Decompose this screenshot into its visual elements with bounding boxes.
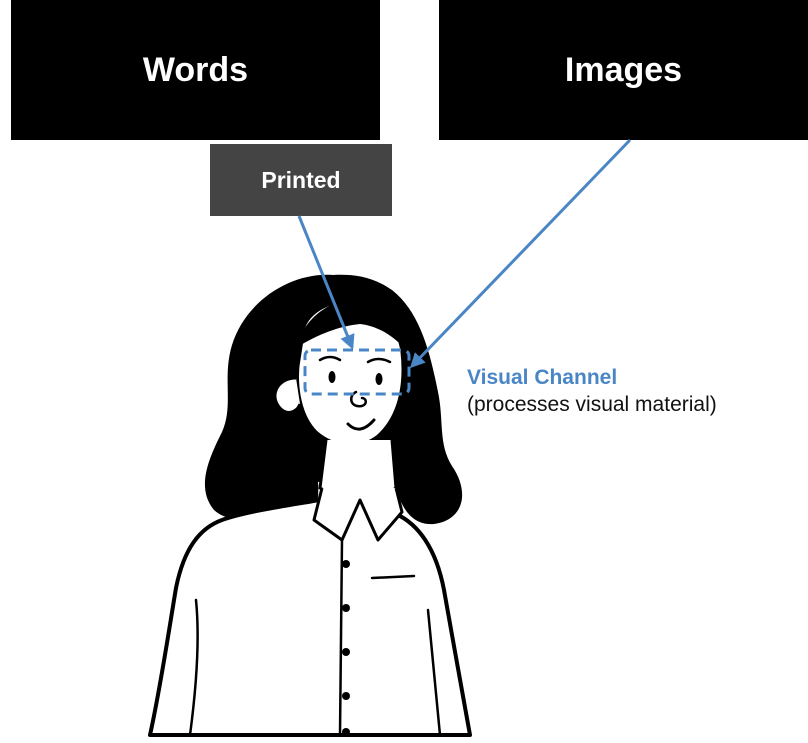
mouth — [346, 418, 376, 431]
left-eye — [328, 371, 336, 383]
images-label: Images — [564, 50, 683, 89]
left-arm-fold — [188, 598, 199, 737]
hair-fringe — [296, 299, 408, 352]
woman-icon — [148, 274, 472, 737]
right-brow — [366, 357, 392, 364]
right-eye — [375, 373, 383, 385]
visual-channel-title: Visual Channel — [467, 366, 618, 389]
words-box: Words — [11, 0, 380, 140]
ear — [273, 376, 302, 414]
images-arrow — [409, 138, 632, 369]
shirt-button — [342, 728, 350, 736]
shirt-button — [342, 560, 350, 568]
nose — [349, 390, 367, 408]
left-brow — [318, 355, 342, 362]
shirt-button — [342, 648, 350, 656]
visual-channel-description: (processes visual material) — [467, 393, 717, 416]
printed-label: Printed — [261, 166, 341, 193]
eye-region-box — [303, 348, 411, 396]
right-arm-fold — [426, 608, 442, 737]
printed-box: Printed — [210, 144, 392, 216]
printed-arrow — [297, 215, 355, 350]
shirt-button — [342, 692, 350, 700]
shirt-pocket — [370, 574, 416, 580]
collar — [312, 487, 404, 542]
shirt-placket — [338, 539, 344, 736]
visual-channel-annotation: Visual Channel (processes visual materia… — [467, 364, 797, 418]
images-box: Images — [439, 0, 808, 140]
words-label: Words — [142, 50, 249, 89]
shirt-button — [342, 604, 350, 612]
